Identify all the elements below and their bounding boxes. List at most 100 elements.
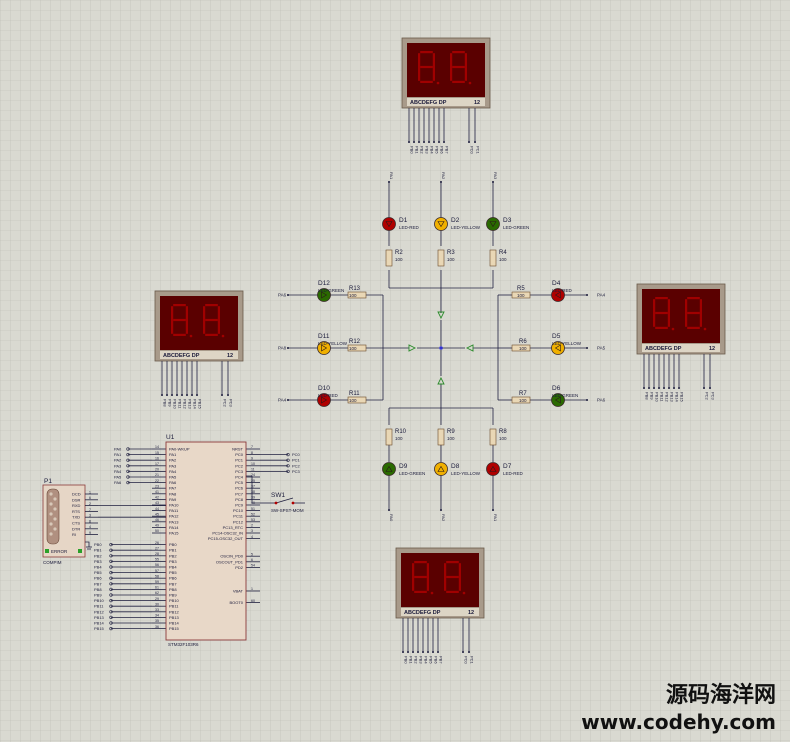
resistor-value: 100 xyxy=(395,257,403,262)
net-label: PB2 xyxy=(94,553,102,558)
terminal xyxy=(126,458,130,462)
segment xyxy=(185,320,188,334)
connector-pin-name: DTR xyxy=(72,526,80,531)
mcu-pin-number: 52 xyxy=(251,512,255,516)
mcu-pin-name: PB9 xyxy=(169,593,177,598)
mcu-pin-number: 8 xyxy=(251,451,253,455)
display-label-bar xyxy=(401,608,479,616)
mcu-pin-name: PD2 xyxy=(235,565,244,570)
terminal xyxy=(109,576,113,580)
pin-end xyxy=(388,509,390,511)
segment xyxy=(185,306,188,320)
flow-arrow xyxy=(437,311,445,320)
resistor-value: 100 xyxy=(349,346,357,351)
net-label: PA3 xyxy=(114,463,122,468)
terminal xyxy=(286,469,290,474)
net-label: PA6 xyxy=(278,293,287,298)
segment xyxy=(458,577,461,591)
pin-end xyxy=(492,509,494,511)
resistor-ref: R2 xyxy=(395,250,403,256)
mcu-pin-name: PC14-OSC32_IN xyxy=(212,531,243,536)
segment xyxy=(173,318,186,322)
mcu-pin-name: PC1 xyxy=(235,458,244,463)
mcu-pin-number: 35 xyxy=(155,619,159,623)
led-diode-glyph xyxy=(554,396,561,404)
segment xyxy=(420,65,433,69)
mcu-pin-name: VBAT xyxy=(233,589,244,594)
mcu-pin-name: PC9 xyxy=(235,503,244,508)
net-label: PB3 xyxy=(419,656,424,664)
mcu-pin-number: 37 xyxy=(251,484,255,488)
mcu-pin-name: PC0 xyxy=(235,452,244,457)
segment xyxy=(420,80,433,83)
led-body xyxy=(382,462,396,476)
led-diode-glyph xyxy=(321,396,328,404)
net-label: PC3 xyxy=(711,392,716,401)
net-label: PB0 xyxy=(404,656,409,664)
mcu-pin-number: 17 xyxy=(155,462,159,466)
mcu-pin-name: PB11 xyxy=(169,604,179,609)
mcu-pin-number: 41 xyxy=(155,490,159,494)
net-label: PB2 xyxy=(414,656,419,664)
resistor-value: 100 xyxy=(519,398,527,403)
net-label: PA5 xyxy=(597,346,606,351)
mcu-ref: U1 xyxy=(166,434,175,441)
resistor-ref: R5 xyxy=(517,286,525,292)
segment xyxy=(655,311,668,315)
mcu-pin-number: 62 xyxy=(155,591,159,595)
segment xyxy=(687,326,700,329)
mcu-pin-number: 23 xyxy=(155,484,159,488)
segment xyxy=(655,297,668,300)
pin-end xyxy=(438,141,440,143)
segment xyxy=(444,577,447,591)
net-label: PA8 xyxy=(278,346,287,351)
segment xyxy=(412,577,415,591)
net-label: PC0 xyxy=(464,656,469,665)
net-label: PC2 xyxy=(223,399,228,408)
pin-end xyxy=(402,651,404,653)
watermark-line-2: www.codehy.com xyxy=(581,710,776,734)
segment xyxy=(432,67,435,81)
net-label: PB6 xyxy=(94,576,102,581)
mcu-pin-name: PB6 xyxy=(169,576,177,581)
mcu-pin-number: 4 xyxy=(251,535,253,539)
led-ref: D8 xyxy=(451,463,460,470)
segment xyxy=(667,299,670,313)
db9-pin xyxy=(49,532,53,536)
mcu-pin-number: 25 xyxy=(251,479,255,483)
resistor-ref: R9 xyxy=(447,429,455,435)
terminal xyxy=(126,475,130,479)
segment xyxy=(418,67,421,81)
mcu-pin-number: 27 xyxy=(155,546,159,550)
db9-pin xyxy=(53,507,57,511)
net-label: PA6 xyxy=(597,398,606,403)
pin-end xyxy=(709,387,711,389)
led-type: LED-GREEN xyxy=(552,393,578,398)
wires xyxy=(109,181,588,631)
led-diode-glyph xyxy=(385,221,393,228)
led-type: LED-YELLOW xyxy=(451,225,481,230)
terminal xyxy=(109,626,113,631)
resistor-ref: R4 xyxy=(499,250,507,256)
connector-pin-number: 4 xyxy=(89,525,91,529)
resistor-body xyxy=(511,396,531,404)
connector-pin-number: 2 xyxy=(89,502,91,506)
mcu-pin-number: 11 xyxy=(251,468,255,472)
resistor-ref: R10 xyxy=(395,429,407,435)
segment xyxy=(414,590,427,593)
segment xyxy=(217,320,220,334)
display-segment-label: ABCDEFG DP xyxy=(163,353,200,359)
segment xyxy=(444,563,447,577)
error-led xyxy=(45,549,49,553)
mcu-pin-name: PB10 xyxy=(169,598,180,603)
mcu-pin-number: 20 xyxy=(155,468,159,472)
led-body xyxy=(434,462,448,476)
led-ref: D9 xyxy=(399,463,408,470)
segment xyxy=(685,299,688,313)
